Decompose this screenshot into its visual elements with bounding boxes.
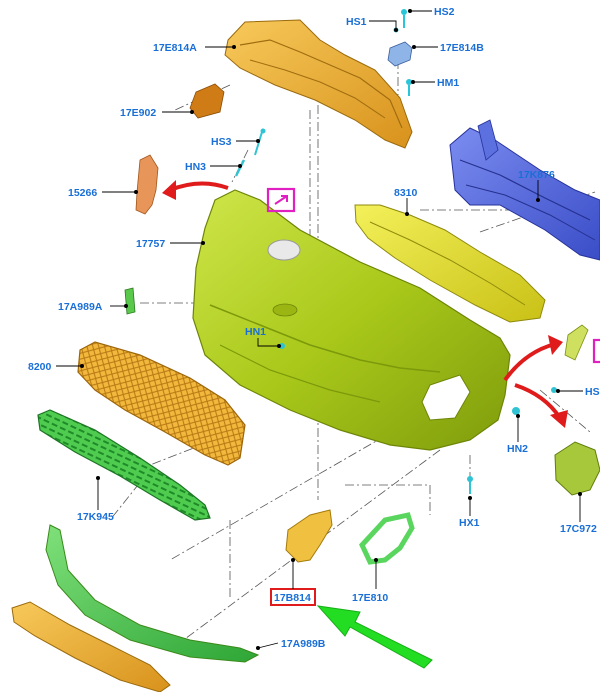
label-17E814A: 17E814A (153, 42, 197, 54)
part-17C972-bracket (554, 441, 600, 496)
label-HN1: HN1 (245, 326, 266, 338)
fastener-hs-right (551, 387, 557, 393)
fasteners-hs3-hn3 (234, 128, 266, 177)
part-15266-bracket (135, 154, 159, 215)
part-emblem (267, 239, 301, 261)
label-17A989B: 17A989B (281, 638, 326, 650)
label-8200: 8200 (28, 361, 52, 373)
label-HS2: HS2 (434, 6, 455, 18)
part-side-clip (564, 324, 589, 361)
part-17K945-lower-grille (37, 409, 211, 521)
part-17A989A-clip (124, 287, 136, 315)
fastener-hn2 (512, 407, 520, 415)
fastener-hx1 (467, 476, 473, 494)
label-17E814B: 17E814B (440, 42, 484, 54)
label-HN3: HN3 (185, 161, 206, 173)
label-17K876: 17K876 (518, 169, 555, 181)
red-direction-arrows (162, 180, 568, 428)
label-17E902: 17E902 (120, 107, 156, 119)
leader-lines (56, 9, 583, 650)
part-17E810-bezel (359, 512, 415, 565)
label-8310: 8310 (394, 187, 418, 199)
green-callout-arrow (316, 605, 433, 669)
label-15266: 15266 (68, 187, 97, 199)
label-17C972: 17C972 (560, 523, 597, 535)
part-8310-absorber (354, 204, 546, 323)
part-labels: 17E814A 17E902 HS1 HS2 17E814B HM1 HS3 H… (28, 6, 600, 650)
part-17K876-reinforcement (449, 119, 600, 261)
part-lower-spoiler (11, 601, 171, 692)
part-17E902 (189, 83, 225, 119)
label-HS3: HS3 (211, 136, 232, 148)
label-HS1: HS1 (346, 16, 367, 28)
magenta-link-marker-right (592, 338, 600, 364)
part-17B814-bezel (285, 509, 333, 563)
part-17A989B-lower-lip (45, 524, 260, 663)
part-17757-bumper-cover (192, 189, 511, 451)
fastener-hn1 (279, 343, 285, 349)
label-HX1: HX1 (459, 517, 480, 529)
label-17K945: 17K945 (77, 511, 114, 523)
label-17E810: 17E810 (352, 592, 388, 604)
part-17E814B-bracket (387, 9, 413, 96)
assembly-guide-lines (109, 60, 596, 651)
magenta-link-marker (266, 187, 296, 213)
part-8200-upper-grille (77, 341, 246, 466)
label-17B814: 17B814 (274, 592, 311, 604)
label-HN2: HN2 (507, 443, 528, 455)
label-HS: HS (585, 386, 600, 398)
part-17E814A-upper-bracket (224, 19, 413, 149)
label-HM1: HM1 (437, 77, 459, 89)
label-17757: 17757 (136, 238, 165, 250)
label-17A989A: 17A989A (58, 301, 103, 313)
